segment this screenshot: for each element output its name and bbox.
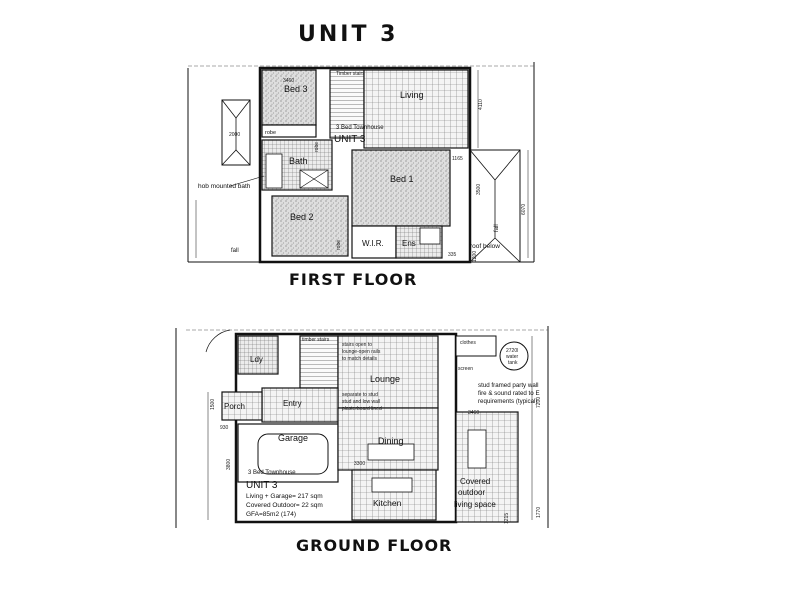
- label-covered: Covered: [460, 477, 490, 486]
- dim-g-930: 930: [220, 425, 229, 431]
- outdoor-table: [467, 429, 487, 469]
- room-lounge: [337, 335, 439, 409]
- kitchen-island: [371, 477, 413, 493]
- area-covered-outdoor: Covered Outdoor= 22 sqm: [246, 502, 323, 509]
- ground-floor-plan: 3 Bed Townhouse UNIT 3 Living + Garage= …: [175, 326, 549, 528]
- dim-g-3460: 3460: [468, 410, 479, 416]
- dim-4110: 4110: [478, 99, 484, 110]
- area-living-garage: Living + Garage= 217 sqm: [246, 493, 323, 500]
- party-wall-note-line-1: stud framed party wall: [478, 382, 539, 389]
- label-living-space: living space: [454, 500, 496, 509]
- stairs-note-line-1: stairs open to: [342, 342, 372, 348]
- robe-bed3: [261, 124, 317, 138]
- dim-g-3300: 3300: [354, 461, 365, 467]
- label-timber-stairs: Timber stairs: [336, 71, 365, 77]
- screen-note: screen: [458, 366, 473, 372]
- dim-g-3800: 3800: [226, 459, 232, 470]
- ground-floor-label: GROUND FLOOR: [296, 536, 453, 555]
- dim-2000: 2000: [229, 132, 240, 138]
- roof-below-note: roof below: [470, 243, 500, 250]
- room-kitchen: [351, 469, 437, 521]
- clothes-line: [455, 335, 497, 357]
- dim-g-7200: 7200: [536, 397, 542, 408]
- dim-1165: 1165: [452, 156, 463, 162]
- room-bed2: [271, 195, 349, 257]
- wall-note-line-2: stud and low wall: [342, 399, 380, 405]
- label-porch: Porch: [224, 402, 245, 411]
- label-robe-bed2: robe: [336, 240, 342, 250]
- label-bed1: Bed 1: [390, 174, 414, 184]
- dim-3460: 3460: [283, 78, 294, 84]
- label-dining: Dining: [378, 436, 404, 446]
- label-garage: Garage: [278, 433, 308, 443]
- tank-note-line-1: 2720l: [506, 348, 518, 354]
- first-floor-unit-name: UNIT 3: [334, 134, 366, 145]
- room-bed1: [351, 149, 451, 227]
- label-kitchen: Kitchen: [373, 498, 402, 508]
- first-floor-plan: 3 Bed Townhouse UNIT 3 Bed 3 robe Living…: [187, 62, 535, 264]
- label-robe-bath: robe: [314, 142, 320, 152]
- party-wall-note-line-3: requirements (typical): [478, 398, 538, 405]
- tank-note-line-2: water: [506, 354, 519, 360]
- label-bed3: Bed 3: [284, 84, 308, 94]
- party-wall-note-line-2: fire & sound rated to E: [478, 390, 540, 397]
- room-entry: [261, 387, 339, 423]
- dim-g-1500: 1500: [210, 399, 216, 410]
- page-title: UNIT 3: [298, 22, 399, 47]
- room-porch: [221, 391, 263, 421]
- label-robe: robe: [265, 130, 276, 136]
- ground-timber-stairs: timber stairs: [302, 337, 330, 343]
- fall-note-right: fall: [494, 224, 500, 232]
- label-wir: W.I.R.: [362, 239, 384, 248]
- dim-g-1770: 1770: [536, 507, 542, 518]
- water-tank: [499, 341, 529, 371]
- room-laundry: [237, 335, 279, 375]
- label-outdoor: outdoor: [458, 488, 485, 497]
- room-living: [363, 69, 469, 149]
- dim-335: 335: [448, 252, 457, 258]
- stairs-note-line-3: to match details: [342, 356, 378, 362]
- first-floor-unit-tag: 3 Bed Townhouse: [336, 125, 384, 131]
- stairs-note-line-2: lounge-open rails: [342, 349, 381, 355]
- room-covered-outdoor: [455, 411, 519, 523]
- dim-6070: 6070: [521, 204, 527, 215]
- ground-unit-tag: 3 Bed Townhouse: [248, 470, 296, 476]
- dining-table: [367, 443, 415, 461]
- bath-tub: [265, 153, 283, 189]
- room-wir: [351, 225, 397, 259]
- wall-note-line-1: separate to stud: [342, 392, 378, 398]
- tank-note-line-3: tank: [508, 360, 518, 366]
- stairs-ground: [299, 335, 339, 389]
- first-floor-label: FIRST FLOOR: [289, 270, 418, 289]
- ground-unit-name: UNIT 3: [246, 480, 278, 491]
- label-bed2: Bed 2: [290, 212, 314, 222]
- dim-g-1215: 1215: [504, 513, 510, 524]
- hob-note: hob mounted bath: [198, 183, 251, 190]
- label-ens: Ens: [402, 239, 416, 248]
- clothes-note: clothes: [460, 340, 476, 346]
- label-lounge: Lounge: [370, 374, 400, 384]
- label-living: Living: [400, 90, 424, 100]
- label-entry: Entry: [283, 399, 302, 408]
- label-ldy: Ldy: [250, 355, 263, 364]
- area-gfa: GFA=85m2 (174): [246, 511, 296, 518]
- label-bath: Bath: [289, 156, 308, 166]
- dim-3500: 3500: [476, 184, 482, 195]
- fall-note-left: fall: [231, 248, 239, 254]
- dim-1200: 1200: [472, 251, 478, 262]
- car-outline: [257, 433, 329, 475]
- stairs-first: [329, 69, 365, 139]
- wall-note-line-3: plasterboard lined: [342, 406, 382, 412]
- first-floor-outer-wall: [258, 66, 472, 264]
